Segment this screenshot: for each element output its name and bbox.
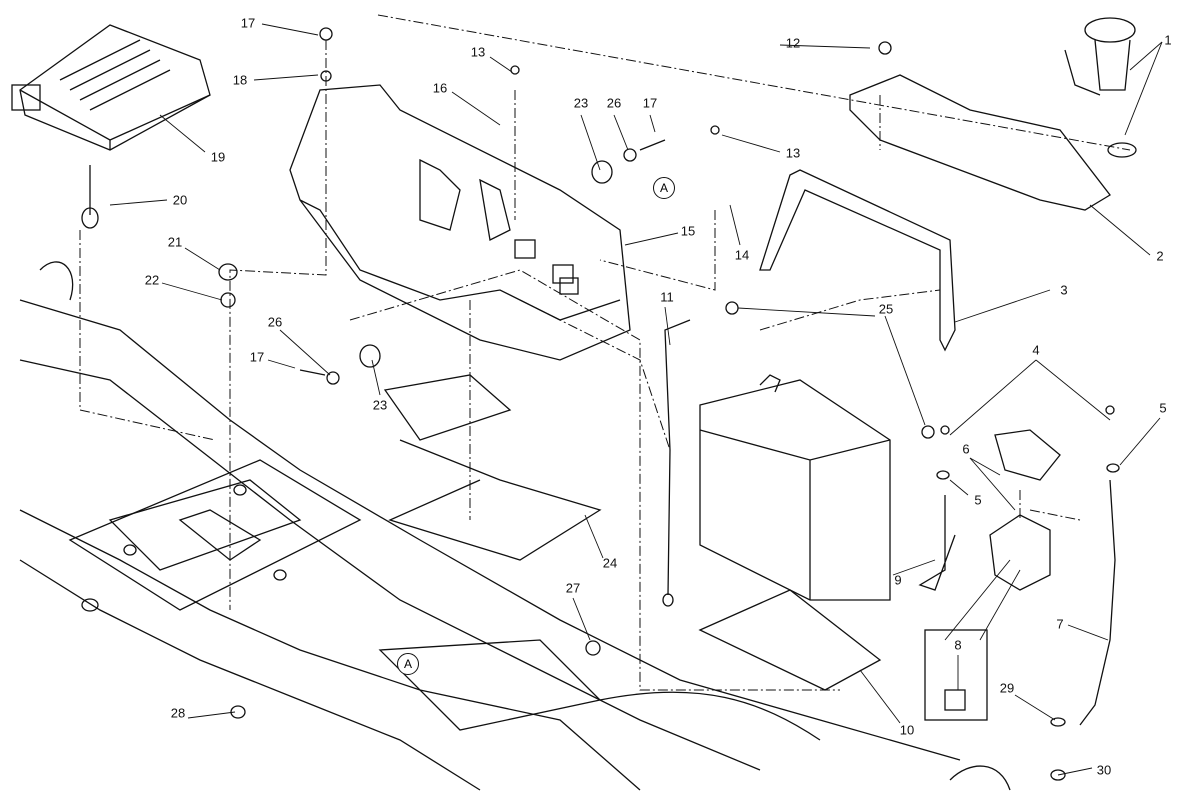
part-label: 10 (899, 722, 915, 738)
part-label: 23 (573, 95, 589, 111)
part-label: 14 (734, 247, 750, 263)
part-label: 20 (172, 192, 188, 208)
part-label: 15 (680, 223, 696, 239)
part-label: 6 (962, 441, 970, 457)
part-label: 11 (660, 289, 674, 305)
relay-cable (918, 495, 956, 591)
part-label: 17 (249, 349, 265, 365)
fuse-inset (924, 629, 988, 721)
alignment-lines (79, 14, 1131, 691)
part-label: 17 (240, 15, 256, 31)
battery-pad (698, 589, 882, 691)
reference-mark-a: A (397, 653, 419, 675)
part-label: 1 (1164, 32, 1172, 48)
ground-cable (664, 319, 691, 596)
part-label: 18 (232, 72, 248, 88)
part-label: 2 (1156, 248, 1164, 264)
part-label: 19 (210, 149, 226, 165)
part-label: 8 (954, 637, 962, 653)
battery-strap (759, 169, 956, 352)
part-label: 23 (372, 397, 388, 413)
part-label: 26 (267, 314, 283, 330)
frame-drawing (19, 261, 1011, 791)
part-label: 13 (470, 44, 486, 60)
part-label: 7 (1056, 616, 1064, 632)
fasteners (81, 27, 1120, 781)
part-label: 21 (167, 234, 183, 250)
positive-cable (1079, 479, 1116, 726)
part-label: 25 (878, 301, 894, 317)
part-label: 16 (432, 80, 448, 96)
part-label: 26 (606, 95, 622, 111)
part-label: 17 (642, 95, 658, 111)
part-label: 5 (974, 492, 982, 508)
part-label: 24 (602, 555, 618, 571)
part-label: 30 (1096, 762, 1112, 778)
power-socket (1064, 17, 1137, 158)
cover-plate (849, 74, 1111, 211)
part-label: 29 (999, 680, 1015, 696)
part-label: 22 (144, 272, 160, 288)
part-label: 5 (1159, 400, 1167, 416)
part-label: 12 (785, 35, 801, 51)
starter-relay (989, 429, 1061, 591)
part-label: 3 (1060, 282, 1068, 298)
battery (699, 374, 891, 601)
part-label: 4 (1032, 342, 1040, 358)
battery-tray (289, 84, 631, 361)
part-label: 9 (894, 572, 902, 588)
part-label: 28 (170, 705, 186, 721)
part-label: 13 (785, 145, 801, 161)
reference-mark-a: A (653, 177, 675, 199)
part-label: 27 (565, 580, 581, 596)
rubber-mat (383, 374, 602, 561)
ecu-unit (11, 24, 211, 151)
leader-lines (109, 23, 1163, 776)
